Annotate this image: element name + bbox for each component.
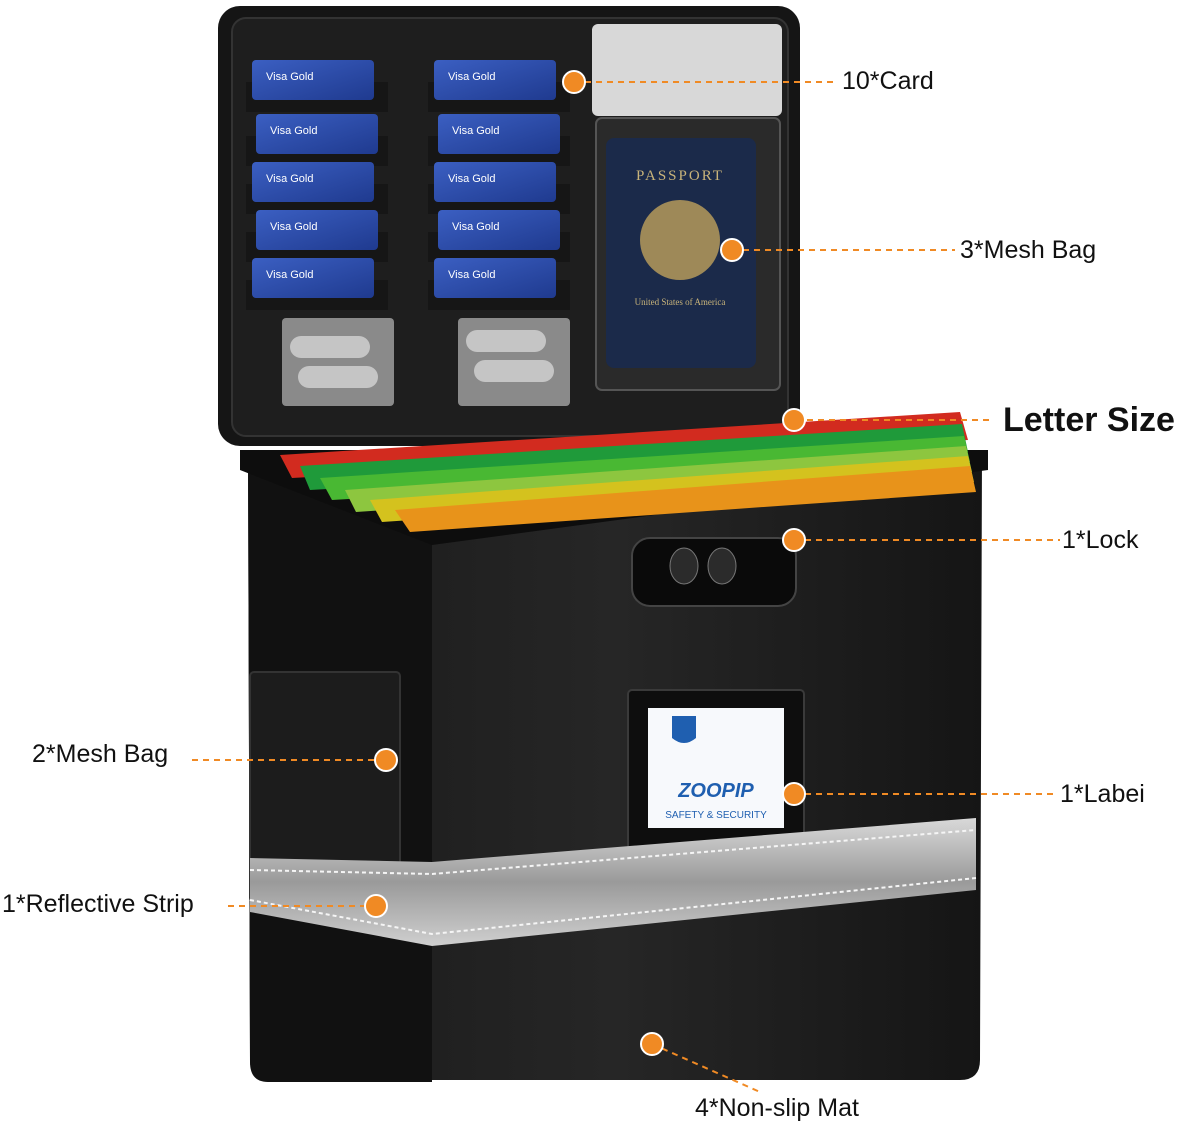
- callout-lock: 1*Lock: [1062, 526, 1139, 554]
- dot-label: [782, 782, 806, 806]
- credit-card: [252, 162, 374, 202]
- shield-logo: [672, 716, 696, 743]
- credit-card: [434, 60, 556, 100]
- credit-card: [434, 162, 556, 202]
- dot-mesh-bag-side: [374, 748, 398, 772]
- callout-mesh-bag-side: 2*Mesh Bag: [32, 740, 169, 768]
- box-body: ZOOPIP SAFETY & SECURITY: [240, 412, 988, 1082]
- credit-card: [252, 60, 374, 100]
- credit-card: [434, 258, 556, 298]
- credit-card: [438, 114, 560, 154]
- card-label: Visa Gold: [270, 125, 318, 137]
- label-holder: ZOOPIP SAFETY & SECURITY: [627, 689, 805, 851]
- card-label: Visa Gold: [270, 221, 318, 233]
- card-label: Visa Gold: [448, 71, 496, 83]
- callout-mesh-bag-lid: 3*Mesh Bag: [960, 236, 1097, 264]
- card-label: Visa Gold: [448, 173, 496, 185]
- dot-letter-size: [782, 408, 806, 432]
- hanging-folders: [280, 412, 976, 532]
- credit-card: [256, 114, 378, 154]
- credit-card: [252, 258, 374, 298]
- callout-reflective-strip: 1*Reflective Strip: [2, 890, 194, 918]
- leader-non-slip-mat: [651, 1043, 761, 1093]
- passport-mesh-pocket: PASSPORT United States of America: [592, 24, 782, 391]
- brand-name: ZOOPIP: [677, 780, 754, 802]
- callout-cards: 10*Card: [842, 67, 934, 95]
- reflective-strip: [250, 818, 976, 946]
- card-label: Visa Gold: [448, 269, 496, 281]
- brand-tagline: SAFETY & SECURITY: [665, 810, 767, 821]
- credit-card: [438, 210, 560, 250]
- combination-lock: [631, 537, 797, 607]
- callout-non-slip-mat: 4*Non-slip Mat: [695, 1094, 859, 1122]
- dot-mesh-bag-lid: [720, 238, 744, 262]
- dot-lock: [782, 528, 806, 552]
- card-label: Visa Gold: [452, 221, 500, 233]
- dot-cards: [562, 70, 586, 94]
- passport-title: PASSPORT: [636, 168, 724, 184]
- credit-card: [256, 210, 378, 250]
- card-label: Visa Gold: [266, 173, 314, 185]
- callout-label: 1*Labei: [1060, 780, 1145, 808]
- dot-reflective-strip: [364, 894, 388, 918]
- card-label: Visa Gold: [452, 125, 500, 137]
- small-mesh-pockets: [282, 318, 570, 406]
- card-label: Visa Gold: [266, 71, 314, 83]
- card-label: Visa Gold: [266, 269, 314, 281]
- passport-country: United States of America: [635, 297, 726, 307]
- callout-letter-size: Letter Size: [1003, 401, 1175, 439]
- dot-non-slip-mat: [640, 1032, 664, 1056]
